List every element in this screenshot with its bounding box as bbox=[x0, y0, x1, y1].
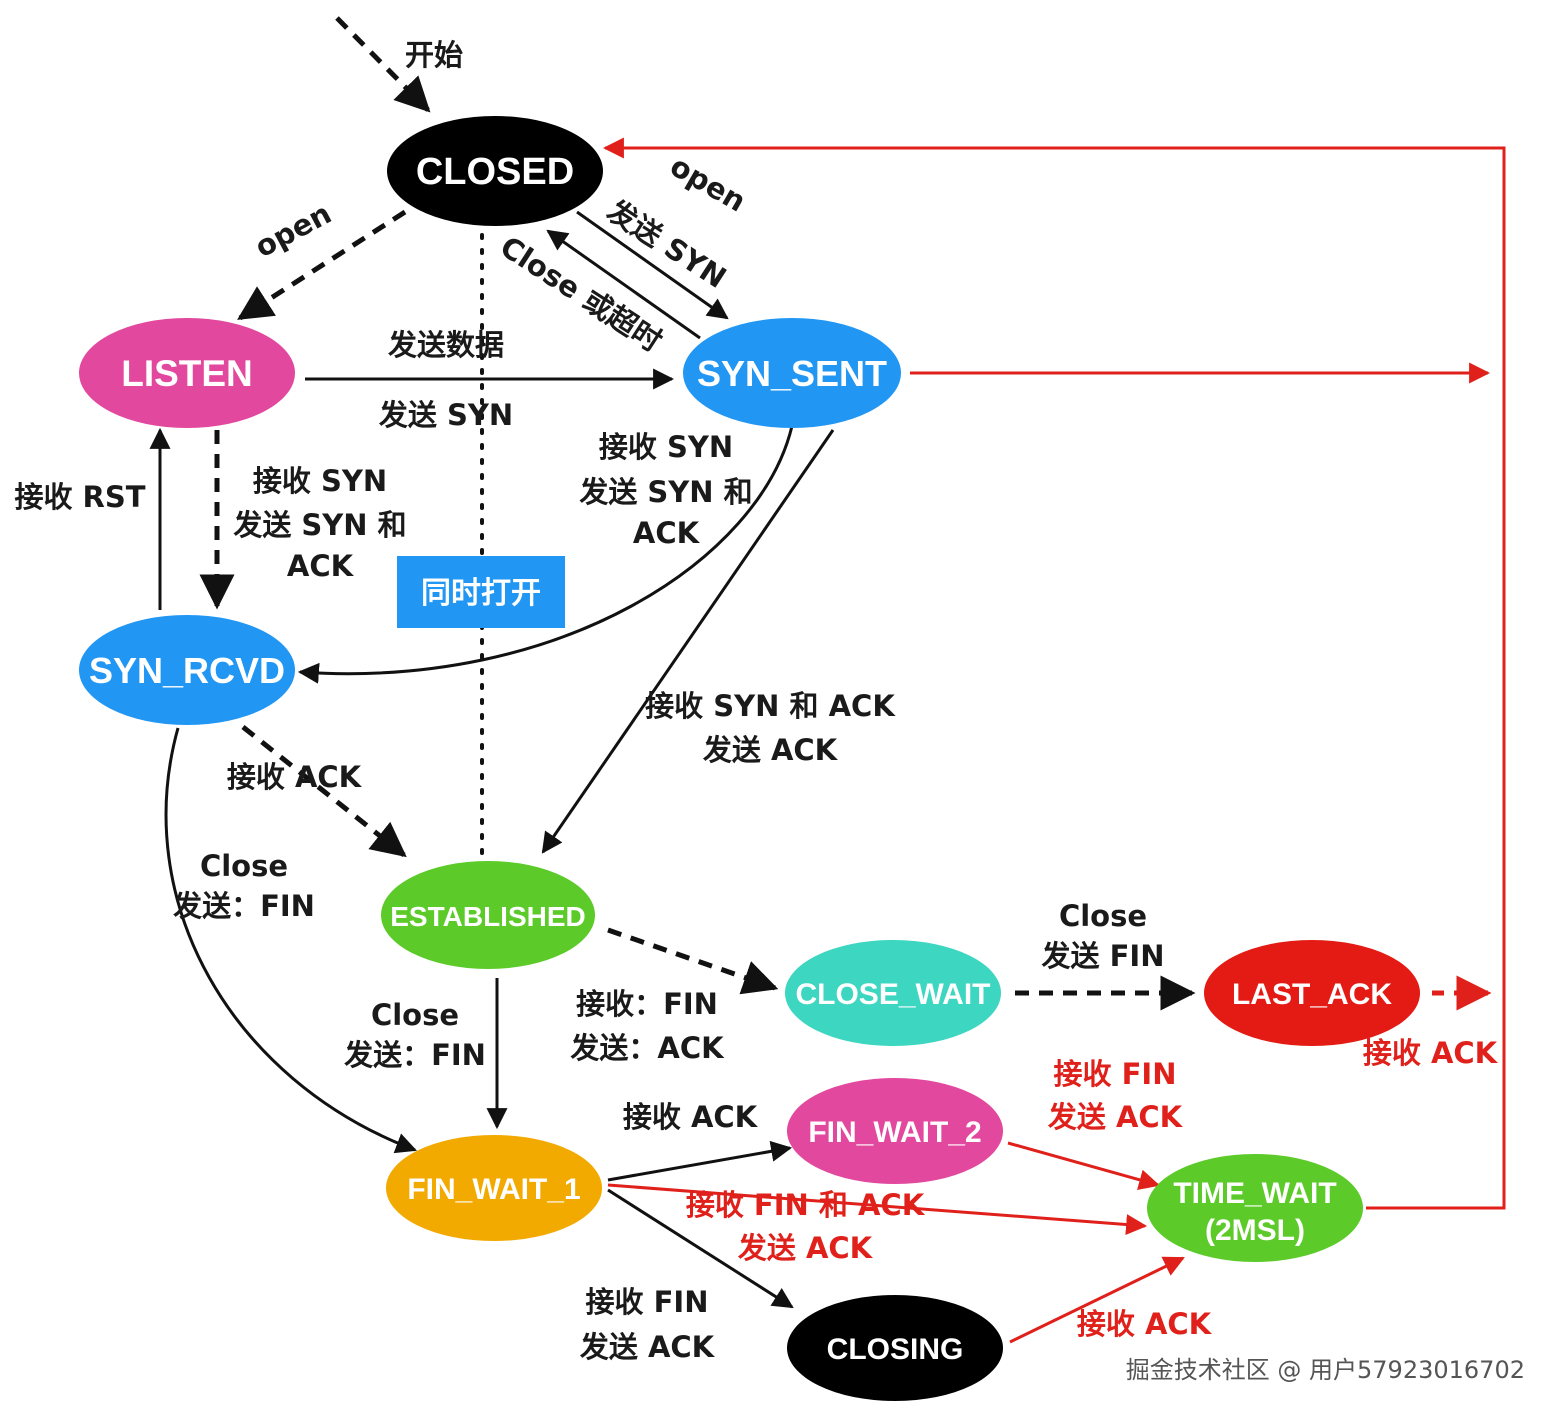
state-syn-sent-label: SYN_SENT bbox=[697, 353, 887, 394]
state-listen-label: LISTEN bbox=[121, 353, 253, 394]
state-closed: CLOSED bbox=[387, 116, 603, 226]
edge-synsent-established bbox=[541, 429, 835, 854]
simultaneous-open-badge-bg bbox=[397, 556, 565, 628]
edge-synsent-synrcvd bbox=[297, 425, 794, 684]
state-last-ack-shape bbox=[1204, 940, 1420, 1046]
edge-established-closewait bbox=[607, 927, 779, 995]
simultaneous-open-badge: 同时打开 bbox=[397, 556, 565, 628]
state-last-ack: LAST_ACK bbox=[1204, 940, 1420, 1046]
state-last-ack-label: LAST_ACK bbox=[1232, 978, 1392, 1011]
state-time-wait-shape bbox=[1147, 1154, 1363, 1262]
label-closing-recv-ack: 接收 ACK bbox=[1077, 1307, 1213, 1341]
label-sent-send-syn-ack: 发送 SYN 和 bbox=[578, 475, 752, 509]
label-fw2-send-ack: 发送 ACK bbox=[1047, 1100, 1184, 1134]
state-closed-shape bbox=[387, 116, 603, 226]
label-send-data: 发送数据 bbox=[387, 328, 504, 362]
label-listen-ack: ACK bbox=[287, 549, 355, 583]
label-la-recv-ack: 接收 ACK bbox=[1363, 1036, 1499, 1070]
label-fw1-recv-fin: 接收 FIN bbox=[586, 1285, 709, 1319]
label-recv-syn-and-ack: 接收 SYN 和 ACK bbox=[645, 689, 896, 723]
label-fw2-recv-fin: 接收 FIN bbox=[1054, 1057, 1177, 1091]
label-recv-ack-rcvd: 接收 ACK bbox=[227, 760, 363, 794]
edge-synrcvd-finwait1 bbox=[164, 727, 417, 1154]
state-fin-wait-1: FIN_WAIT_1 bbox=[386, 1135, 602, 1241]
edge-synrcvd-established bbox=[241, 725, 407, 858]
label-send-ack-mid: 发送 ACK bbox=[702, 733, 839, 767]
label-listen-recv-syn: 接收 SYN bbox=[253, 464, 387, 498]
state-fin-wait-2-label: FIN_WAIT_2 bbox=[808, 1116, 981, 1149]
edges bbox=[149, 16, 1506, 1344]
state-listen-shape bbox=[79, 318, 295, 428]
label-open-right: open bbox=[665, 149, 752, 219]
edge-timewait-closed-red bbox=[602, 137, 1506, 1210]
edge-finwait1-timewait-red bbox=[607, 1183, 1148, 1236]
edge-start bbox=[335, 16, 431, 113]
label-sent-recv-syn: 接收 SYN bbox=[599, 430, 733, 464]
label-est-close: Close bbox=[371, 998, 459, 1032]
state-fin-wait-2: FIN_WAIT_2 bbox=[787, 1078, 1003, 1184]
state-time-wait: TIME_WAIT (2MSL) bbox=[1147, 1154, 1363, 1262]
label-est-recv-fin: 接收：FIN bbox=[576, 987, 718, 1021]
state-close-wait-label: CLOSE_WAIT bbox=[795, 978, 990, 1011]
edge-finwait2-timewait-red bbox=[1007, 1141, 1161, 1191]
label-est-send-fin: 发送：FIN bbox=[343, 1038, 486, 1072]
label-fw1-recv-fin-ack: 接收 FIN 和 ACK bbox=[686, 1188, 926, 1222]
state-established: ESTABLISHED bbox=[381, 861, 595, 969]
edge-closed-listen bbox=[237, 209, 407, 321]
state-syn-rcvd-label: SYN_RCVD bbox=[89, 650, 285, 691]
state-established-label: ESTABLISHED bbox=[390, 901, 586, 932]
label-cw-close: Close bbox=[1059, 899, 1147, 933]
label-rcvd-send-fin: 发送：FIN bbox=[172, 889, 315, 923]
label-recv-rst: 接收 RST bbox=[14, 480, 145, 514]
state-close-wait-shape bbox=[785, 940, 1001, 1046]
edge-finwait1-finwait2 bbox=[607, 1140, 793, 1182]
state-closing-label: CLOSING bbox=[827, 1333, 964, 1366]
label-sent-ack: ACK bbox=[633, 516, 701, 550]
state-closed-label: CLOSED bbox=[416, 151, 574, 193]
state-closing-shape bbox=[787, 1295, 1003, 1401]
state-time-wait-label-1: TIME_WAIT bbox=[1173, 1177, 1336, 1210]
label-send-syn-mid: 发送 SYN bbox=[378, 398, 513, 432]
state-fin-wait-1-shape bbox=[386, 1135, 602, 1241]
label-start: 开始 bbox=[405, 38, 463, 72]
edge-closing-timewait-red bbox=[1009, 1256, 1185, 1344]
label-fw1-send-ack: 发送 ACK bbox=[737, 1231, 874, 1265]
state-close-wait: CLOSE_WAIT bbox=[785, 940, 1001, 1046]
label-fw1-send-ack2: 发送 ACK bbox=[579, 1330, 716, 1364]
state-syn-sent: SYN_SENT bbox=[683, 318, 901, 428]
state-time-wait-label-2: (2MSL) bbox=[1205, 1214, 1305, 1247]
state-listen: LISTEN bbox=[79, 318, 295, 428]
edge-finwait1-closing bbox=[607, 1188, 794, 1309]
state-closing: CLOSING bbox=[787, 1295, 1003, 1401]
state-fin-wait-2-shape bbox=[787, 1078, 1003, 1184]
edge-labels: 开始 open open 发送 SYN Close 或超时 发送数据 发送 SY… bbox=[14, 38, 1498, 1364]
label-close-or-timeout: Close 或超时 bbox=[494, 229, 668, 358]
label-est-send-ack: 发送：ACK bbox=[569, 1031, 725, 1065]
state-fin-wait-1-label: FIN_WAIT_1 bbox=[407, 1173, 580, 1206]
label-cw-send-fin: 发送 FIN bbox=[1041, 939, 1165, 973]
simultaneous-open-badge-text: 同时打开 bbox=[421, 576, 541, 611]
state-established-shape bbox=[381, 861, 595, 969]
edge-closed-synsent bbox=[576, 210, 729, 320]
label-listen-send-syn-ack: 发送 SYN 和 bbox=[232, 508, 406, 542]
edge-synsent-closed bbox=[546, 229, 701, 340]
state-syn-rcvd-shape bbox=[79, 615, 295, 725]
state-syn-sent-shape bbox=[683, 318, 901, 428]
label-fw1-recv-ack: 接收 ACK bbox=[623, 1100, 759, 1134]
label-rcvd-close: Close bbox=[200, 849, 288, 883]
state-syn-rcvd: SYN_RCVD bbox=[79, 615, 295, 725]
label-open-left: open bbox=[249, 196, 336, 264]
watermark: 掘金技术社区 @ 用户57923016702 bbox=[1126, 1356, 1525, 1384]
